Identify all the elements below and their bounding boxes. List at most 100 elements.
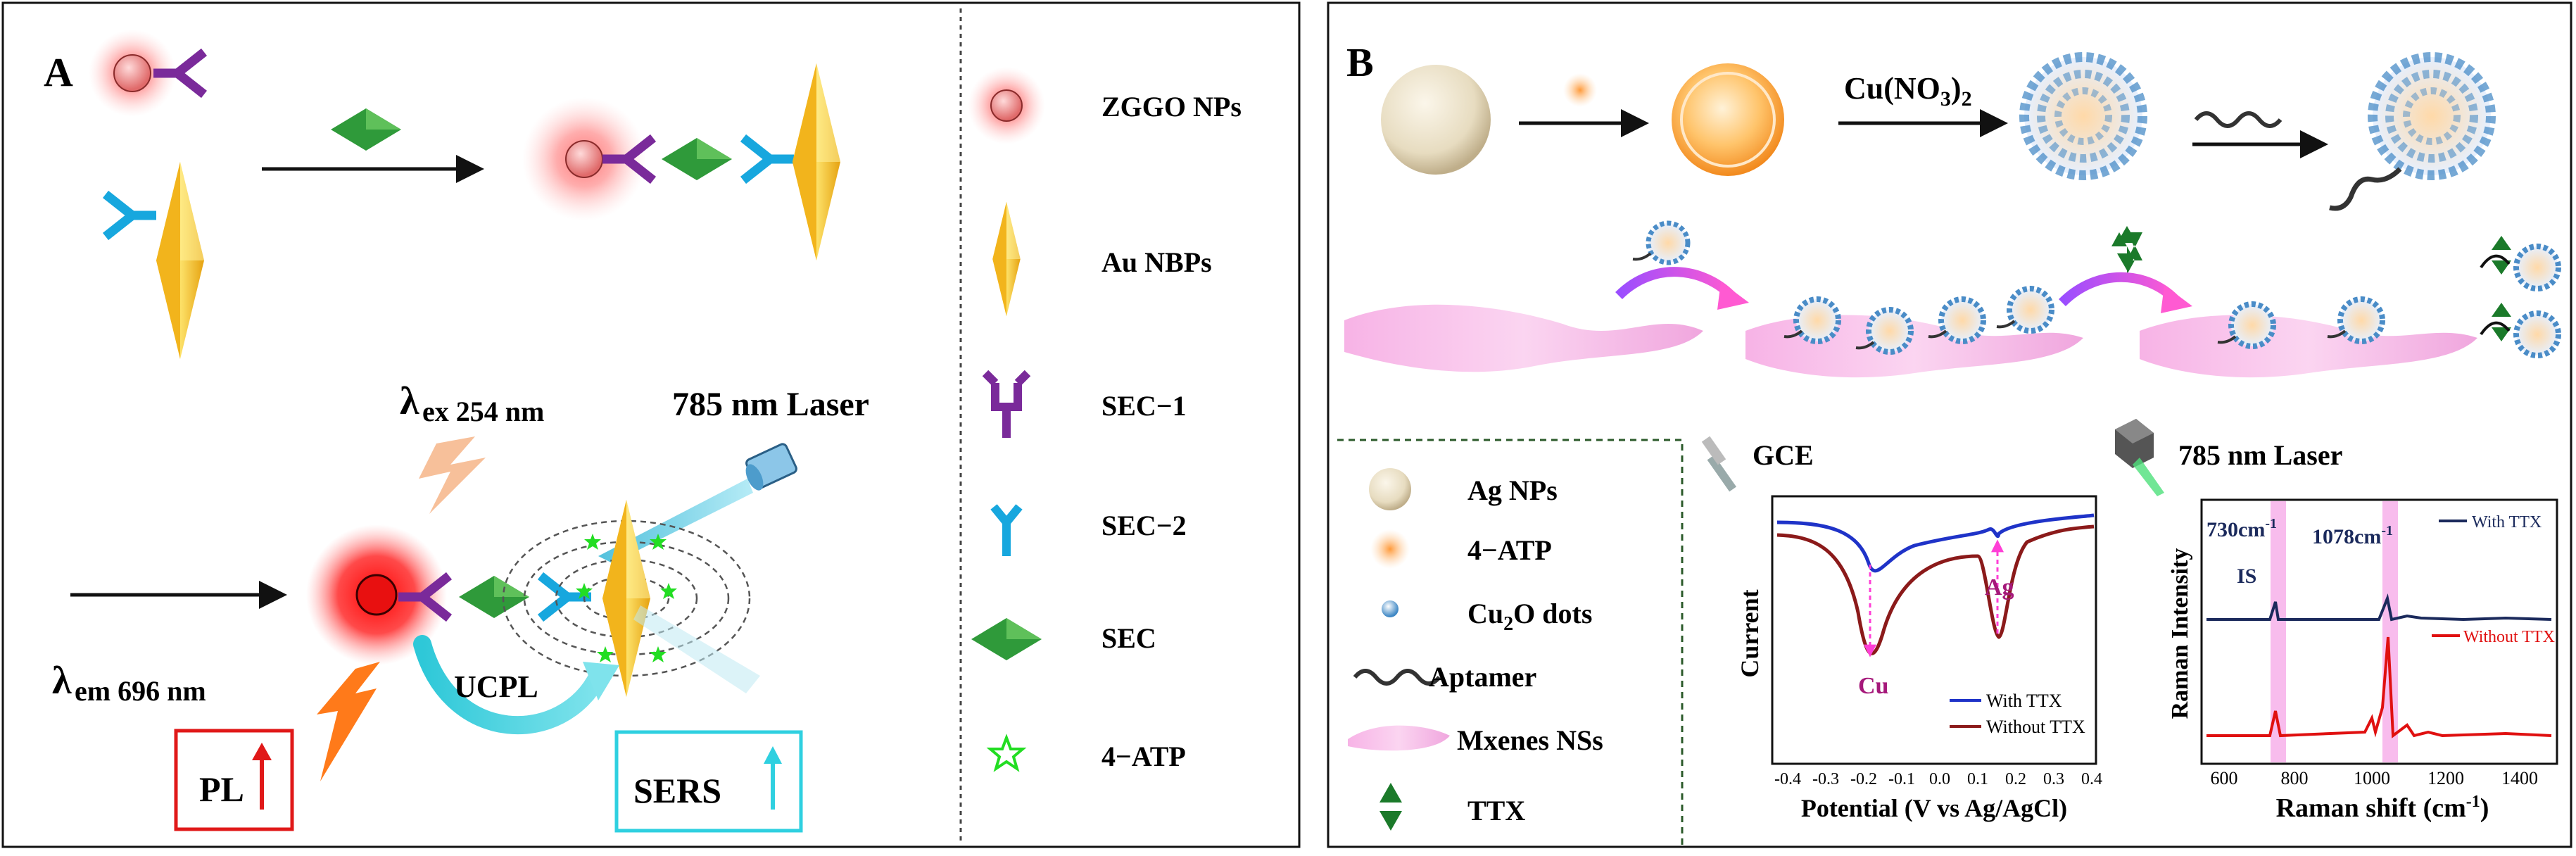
raman-peak-1078: 1078cm-1 xyxy=(2312,523,2393,548)
raman-xticks: 600 800 1000 1200 1400 xyxy=(2211,768,2539,788)
svg-text:0.0: 0.0 xyxy=(1929,770,1950,788)
sers-box xyxy=(614,730,803,833)
svg-text:0.1: 0.1 xyxy=(1967,770,1988,788)
cv-xlabel: Potential (V vs Ag/AgCl) xyxy=(1801,794,2067,822)
raman-band-1078 xyxy=(2382,501,2398,762)
cv-legend-with: With TTX xyxy=(1986,691,2062,711)
sec-diamond xyxy=(331,108,401,151)
cv-peak-cu: Cu xyxy=(1858,673,1888,699)
raman-line-without-ttx xyxy=(2206,636,2552,738)
svg-text:Mxenes NSs: Mxenes NSs xyxy=(1457,724,1603,756)
pl-label: PL xyxy=(199,769,244,809)
atp-ag-np xyxy=(1672,63,1784,176)
svg-text:4−ATP: 4−ATP xyxy=(1467,534,1552,566)
au-nbp-with-sec2 xyxy=(106,162,204,359)
laser-beam-a xyxy=(598,479,753,563)
detect-sec xyxy=(459,576,529,618)
raman-ylabel: Raman Intensity xyxy=(2167,548,2193,719)
panel-a-label: A xyxy=(44,49,73,95)
svg-text:-0.2: -0.2 xyxy=(1850,770,1877,788)
lambda-em-symbol: λ xyxy=(52,659,72,703)
legend-a-item-sec1: SEC−1 xyxy=(982,370,1187,438)
complex-sec2 xyxy=(743,138,794,180)
cv-peak-ag: Ag xyxy=(1985,574,2014,600)
mxene-sheet-3 xyxy=(2140,315,2477,378)
bound-probes-1 xyxy=(1793,286,2054,355)
sec2-antibody xyxy=(106,194,156,237)
gce-label: GCE xyxy=(1753,439,1814,471)
complex-sec xyxy=(662,138,732,180)
bound-ttx xyxy=(2492,236,2511,341)
raman-line-with-ttx xyxy=(2206,593,2552,622)
raman-band-730 xyxy=(2271,501,2286,762)
laser-label-a: 785 nm Laser xyxy=(672,386,869,423)
legend-b-frame xyxy=(1337,439,1684,847)
svg-text:4−ATP: 4−ATP xyxy=(1101,741,1186,772)
raman-legend-with: With TTX xyxy=(2472,513,2542,531)
laser-label-b: 785 nm Laser xyxy=(2178,439,2342,471)
sec-reagent-top xyxy=(331,108,401,151)
svg-text:TTX: TTX xyxy=(1467,795,1525,826)
panel-b-frame xyxy=(1327,1,2572,848)
legend-a-item-sec: SEC xyxy=(971,618,1156,660)
laser-device-b xyxy=(2115,419,2164,496)
pl-box xyxy=(174,729,294,831)
legend-b-item-cu2o: Cu2O dots xyxy=(1382,598,1592,635)
svg-text:0.2: 0.2 xyxy=(2005,770,2026,788)
bind-arrow-2 xyxy=(2059,272,2178,307)
probe-np-small-1 xyxy=(1632,220,1691,265)
atp-stars xyxy=(576,534,677,662)
legend-a-item-sec2: SEC−2 xyxy=(990,504,1187,556)
legend-b: Ag NPs 4−ATP Cu2O dots Aptamer Mxenes NS… xyxy=(1348,468,1603,831)
svg-text:SEC−2: SEC−2 xyxy=(1101,510,1187,541)
legend-b-item-mxene: Mxenes NSs xyxy=(1348,724,1603,756)
svg-text:Cu2O dots: Cu2O dots xyxy=(1467,598,1592,635)
cv-ylabel: Current xyxy=(1736,589,1764,677)
svg-text:0.4: 0.4 xyxy=(2081,770,2102,788)
zggo-conjugate-top xyxy=(89,30,204,117)
emission-bolt xyxy=(317,662,380,781)
legend-a-item-zggo: ZGGO NPs xyxy=(968,67,1242,144)
raman-legend-without: Without TTX xyxy=(2463,628,2555,646)
legend-b-item-agnp: Ag NPs xyxy=(1369,468,1558,510)
raman-xlabel: Raman shift (cm-1) xyxy=(2276,793,2489,823)
lambda-em-label: em 696 nm xyxy=(75,675,206,707)
svg-text:Ag NPs: Ag NPs xyxy=(1467,474,1558,506)
raman-peak-730: 730cm-1 xyxy=(2206,516,2277,541)
aptamer-reagent xyxy=(2194,111,2283,128)
sers-label: SERS xyxy=(633,771,721,810)
mxene-sheet-1 xyxy=(1344,304,1703,372)
gce-electrode xyxy=(1701,436,1736,492)
cu2o-coated-np-1 xyxy=(2019,52,2147,180)
cv-legend-without: Without TTX xyxy=(1986,717,2085,737)
bind-arrow-1 xyxy=(1615,267,1735,300)
cv-plot: Current Cu Ag With TTX Without TTX -0.4 … xyxy=(1736,495,2102,822)
raman-plot: Raman Intensity 730cm-1 IS 1078cm-1 With… xyxy=(2167,498,2558,823)
synthesis-row: Cu(NO3)2 xyxy=(1381,52,2496,211)
atp-reagent xyxy=(1563,73,1597,107)
svg-text:800: 800 xyxy=(2281,768,2309,788)
svg-text:1200: 1200 xyxy=(2427,768,2464,788)
svg-text:-0.3: -0.3 xyxy=(1812,770,1839,788)
cv-line-without-ttx xyxy=(1776,524,2095,655)
au-nbp xyxy=(156,162,204,359)
legend-b-item-aptamer: Aptamer xyxy=(1353,661,1536,693)
cv-xticks: -0.4 -0.3 -0.2 -0.1 0.0 0.1 0.2 0.3 0.4 xyxy=(1774,770,2102,788)
legend-b-item-ttx: TTX xyxy=(1379,783,1525,831)
svg-text:ZGGO NPs: ZGGO NPs xyxy=(1101,91,1242,122)
svg-text:0.3: 0.3 xyxy=(2043,770,2064,788)
legend-a: ZGGO NPs Au NBPs SEC−1 SEC−2 SEC 4−ATP xyxy=(968,67,1242,772)
legend-a-item-atp: 4−ATP xyxy=(986,734,1186,772)
legend-b-item-atp: 4−ATP xyxy=(1370,529,1552,569)
lambda-ex-symbol: λ xyxy=(400,379,419,423)
reagent-cu-label: Cu(NO3)2 xyxy=(1844,71,1972,111)
cv-line-with-ttx xyxy=(1776,513,2095,573)
svg-text:Aptamer: Aptamer xyxy=(1429,661,1536,693)
panel-a-frame xyxy=(1,1,1301,848)
svg-text:-0.4: -0.4 xyxy=(1774,770,1801,788)
ucpl-arrow xyxy=(413,635,607,734)
detect-zggo xyxy=(355,574,398,616)
ucpl-label: UCPL xyxy=(454,669,538,704)
